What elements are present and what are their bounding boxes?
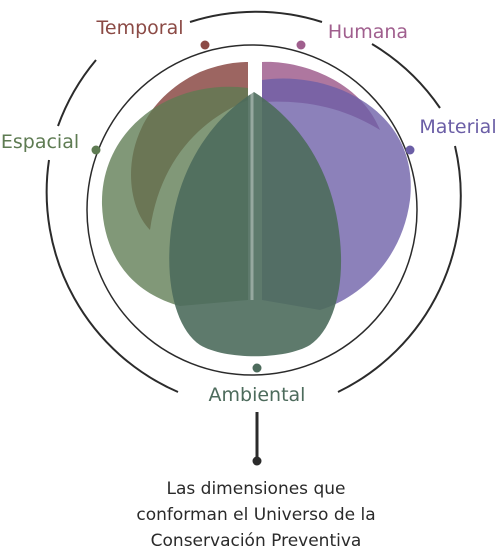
inner-ring — [86, 44, 418, 376]
outer-ring-arc-left-lower — [45, 159, 179, 393]
dot-humana — [296, 40, 306, 50]
caption-line-1: Las dimensiones que — [167, 479, 346, 499]
label-humana: Humana — [328, 21, 408, 43]
dot-material — [405, 145, 415, 155]
label-material: Material — [419, 116, 496, 138]
caption-line-2: conforman el Universo de la — [136, 505, 375, 525]
outer-ring-arc-top — [189, 10, 323, 23]
dot-temporal — [200, 40, 210, 50]
label-ambiental: Ambiental — [209, 384, 306, 406]
outer-ring-arc-right-lower — [337, 145, 462, 393]
petals — [101, 61, 411, 357]
label-espacial: Espacial — [1, 131, 79, 153]
outer-ring — [45, 10, 462, 393]
dot-ambiental — [252, 363, 262, 373]
caption: Las dimensiones que conforman el Univers… — [136, 479, 375, 551]
petal-ambiental — [169, 92, 342, 357]
dimension-dots — [91, 40, 415, 373]
outer-ring-arc-right-upper — [371, 43, 441, 109]
outer-ring-arc-left-upper — [57, 59, 97, 127]
label-temporal: Temporal — [96, 17, 184, 39]
caption-connector-dot — [252, 456, 262, 466]
dimension-labels: Temporal Humana Material Espacial Ambien… — [1, 17, 497, 406]
caption-line-3: Conservación Preventiva — [151, 531, 362, 551]
dot-espacial — [91, 145, 101, 155]
